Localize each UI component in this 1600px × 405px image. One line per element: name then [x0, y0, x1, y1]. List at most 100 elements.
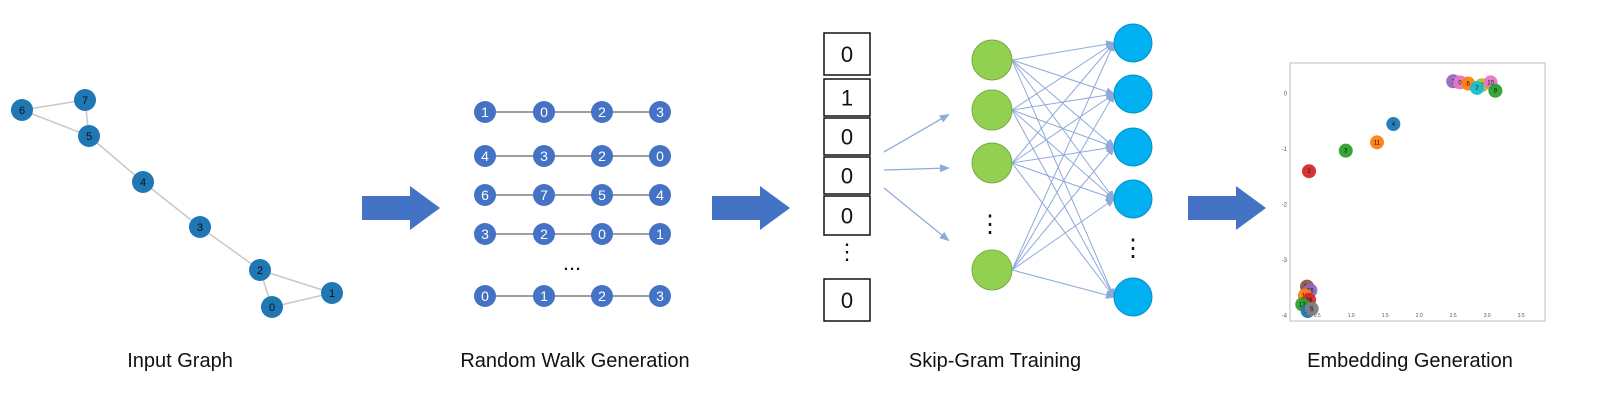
one-hot-value: 0 — [841, 204, 853, 229]
output-layer-ellipsis: ⋮ — [1121, 235, 1145, 262]
one-hot-cell — [823, 195, 871, 236]
walk-node-label: 1 — [481, 104, 489, 120]
input-layer-neuron — [971, 39, 1013, 81]
scatter-point — [1338, 143, 1353, 158]
network-connection — [1011, 144, 1116, 164]
walk-node-label: 0 — [540, 104, 548, 120]
graph-node-label: 1 — [329, 288, 335, 300]
graph-edge — [142, 181, 201, 228]
one-hot-value: 0 — [841, 164, 853, 189]
scatter-point-label: 2 — [1307, 169, 1311, 175]
output-layer-neuron — [1113, 179, 1153, 219]
caption-skip-gram-training: Skip-Gram Training — [908, 350, 1082, 372]
output-layer-neuron — [1113, 23, 1153, 63]
input-layer-neuron — [971, 142, 1013, 184]
skip-gram-network — [883, 23, 1153, 317]
caption-input-graph: Input Graph — [127, 350, 233, 372]
graph-node — [132, 171, 154, 193]
network-connection — [1011, 145, 1116, 271]
walk-node — [649, 223, 671, 245]
input-layer-neuron — [971, 89, 1013, 131]
walk-node — [591, 101, 613, 123]
scatter-point-label: 5 — [1310, 307, 1314, 313]
scatter-point-label: 9 — [1494, 89, 1498, 95]
one-hot-cell — [823, 278, 871, 322]
walk-node-label: 6 — [481, 187, 489, 203]
network-connection — [1011, 162, 1116, 201]
walk-node-label: 5 — [598, 187, 606, 203]
y-tick-label: 0 — [1284, 92, 1288, 98]
graph-edge — [21, 109, 90, 137]
input-arrow — [883, 187, 950, 242]
flow-arrow-2 — [712, 186, 790, 230]
graph-edge — [199, 226, 261, 271]
output-layer-neuron — [1113, 277, 1153, 317]
one-hot-value: 0 — [841, 42, 853, 67]
caption-random-walk-generation: Random Walk Generation — [460, 350, 690, 372]
walk-node — [533, 145, 555, 167]
input-arrow — [883, 113, 950, 153]
scatter-point-label: 0 — [1458, 80, 1462, 86]
walk-node-label: 2 — [598, 104, 606, 120]
network-connection — [1011, 92, 1116, 164]
graph-node-label: 4 — [140, 177, 146, 189]
x-tick-label: 0.5 — [1314, 313, 1321, 319]
graph-node — [321, 282, 343, 304]
one-hot-value: 1 — [841, 86, 853, 111]
graph-node — [74, 89, 96, 111]
graph-node — [249, 259, 271, 281]
scatter-point — [1386, 117, 1401, 132]
network-connection — [1011, 41, 1116, 111]
walk-node-label: 0 — [481, 288, 489, 304]
network-connection — [1011, 197, 1116, 271]
one-hot-cell — [823, 78, 871, 117]
graph-node-label: 0 — [269, 302, 275, 314]
walk-node-label: 3 — [656, 288, 664, 304]
graph-node-label: 7 — [82, 95, 88, 107]
walk-node — [533, 223, 555, 245]
one-hot-value: 0 — [841, 288, 853, 313]
x-tick-label: 2.5 — [1450, 313, 1457, 319]
walk-node-label: 4 — [656, 187, 664, 203]
scatter-point-label: 6 — [1466, 82, 1470, 88]
output-layer-neuron — [1113, 74, 1153, 114]
scatter-point-label: 12 — [1299, 302, 1306, 308]
x-tick-label: 2.0 — [1416, 313, 1423, 319]
walk-node — [649, 101, 671, 123]
graph-node — [189, 216, 211, 238]
walk-node — [474, 184, 496, 206]
scatter-point-label: 7 — [1475, 86, 1479, 92]
walk-node-label: 1 — [540, 288, 548, 304]
scatter-point-label: 16 — [1306, 298, 1313, 304]
walk-node — [649, 285, 671, 307]
scatter-point-label: 10 — [1487, 80, 1494, 86]
walk-node-label: 0 — [656, 148, 664, 164]
walk-node-label: 3 — [656, 104, 664, 120]
walk-node — [591, 184, 613, 206]
scatter-point — [1304, 301, 1319, 316]
walk-node — [533, 285, 555, 307]
network-connection — [1011, 91, 1116, 111]
output-layer-neuron — [1113, 127, 1153, 167]
y-tick-label: -4 — [1282, 313, 1288, 319]
scatter-point — [1470, 80, 1484, 95]
one-hot-cell — [823, 32, 871, 76]
network-connection — [1011, 40, 1116, 61]
walk-node — [591, 285, 613, 307]
walk-node-label: 7 — [540, 187, 548, 203]
walk-node-label: 3 — [540, 148, 548, 164]
walk-node — [533, 101, 555, 123]
input-layer-neuron — [971, 249, 1013, 291]
network-connection — [1011, 59, 1115, 299]
network-connection — [1011, 269, 1116, 299]
network-connection — [1011, 41, 1116, 164]
walk-node — [533, 184, 555, 206]
walk-node — [474, 101, 496, 123]
network-connection — [1011, 109, 1115, 299]
graph-edge — [88, 135, 144, 183]
embedding-scatter-chart: 0.51.01.52.02.53.03.50-1-2-3-41068107941… — [1282, 62, 1546, 322]
walk-node-label: 4 — [481, 148, 489, 164]
network-connection — [1011, 162, 1116, 299]
